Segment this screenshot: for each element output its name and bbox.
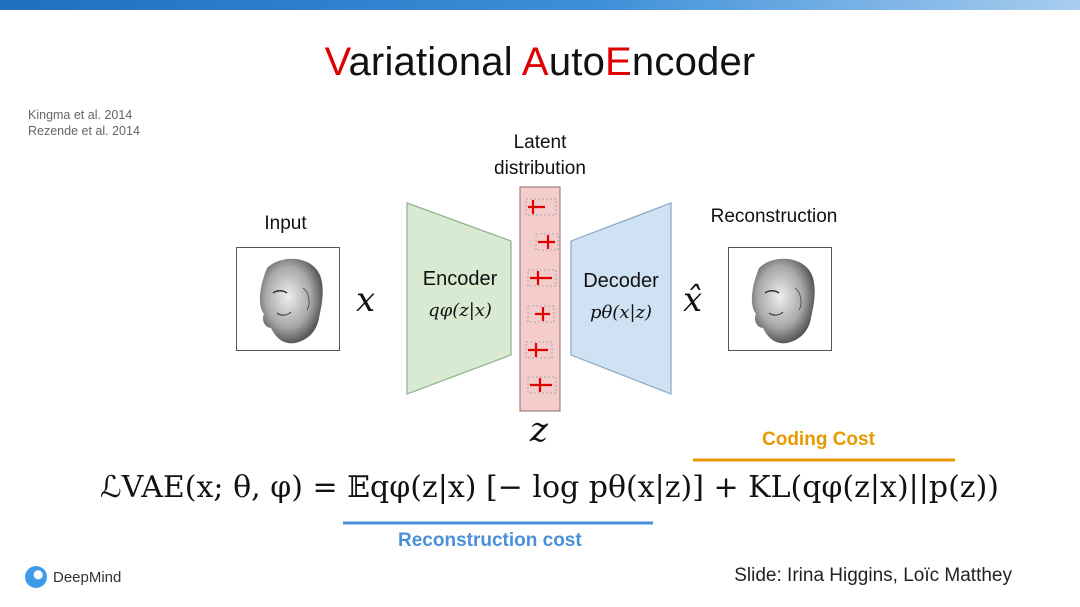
- references: Kingma et al. 2014 Rezende et al. 2014: [28, 107, 140, 139]
- reconstruction-label: Reconstruction: [710, 206, 838, 227]
- latent-marker: [535, 307, 550, 321]
- reference-rezende: Rezende et al. 2014: [28, 124, 140, 138]
- decoder-block: [570, 202, 672, 395]
- slide-title: Variational AutoEncoder: [324, 40, 756, 84]
- latent-symbol: z: [530, 410, 548, 450]
- reference-kingma: Kingma et al. 2014: [28, 108, 133, 122]
- slide-credit: Slide: Irina Higgins, Loïc Matthey: [734, 565, 1012, 586]
- latent-label: Latent distribution: [470, 130, 610, 182]
- decoder-label: Decoder: [583, 270, 659, 292]
- encoder-label: Encoder: [422, 268, 498, 290]
- reconstruction-face-image: [728, 247, 832, 351]
- coding-cost-label: Coding Cost: [762, 429, 875, 450]
- face-icon: [751, 258, 815, 344]
- output-symbol: x̂: [683, 280, 703, 320]
- top-accent-bar: [0, 0, 1080, 10]
- latent-marker: [528, 200, 545, 214]
- encoder-formula: qφ(z|x): [428, 300, 492, 321]
- latent-marker: [530, 271, 552, 285]
- latent-marker: [528, 343, 548, 357]
- input-label: Input: [264, 213, 307, 234]
- encoder-block: [406, 202, 512, 395]
- deepmind-logo-icon: [25, 566, 47, 588]
- face-icon: [259, 258, 323, 344]
- latent-marker: [530, 378, 552, 392]
- reconstruction-cost-label: Reconstruction cost: [398, 530, 582, 551]
- decoder-formula: pθ(x|z): [589, 302, 653, 323]
- latent-markers: [528, 200, 555, 392]
- deepmind-logo-text: DeepMind: [53, 569, 122, 586]
- latent-label-line2: distribution: [494, 158, 586, 179]
- latent-marker: [538, 235, 555, 249]
- latent-label-line1: Latent: [513, 132, 567, 153]
- vae-loss-equation: ℒVAE(x; θ, φ) = 𝔼qφ(z|x) [− log pθ(x|z)]…: [100, 470, 999, 505]
- latent-dotted-boxes: [525, 198, 559, 394]
- input-symbol: x: [356, 280, 376, 320]
- latent-bar: [519, 186, 561, 412]
- input-face-image: [236, 247, 340, 351]
